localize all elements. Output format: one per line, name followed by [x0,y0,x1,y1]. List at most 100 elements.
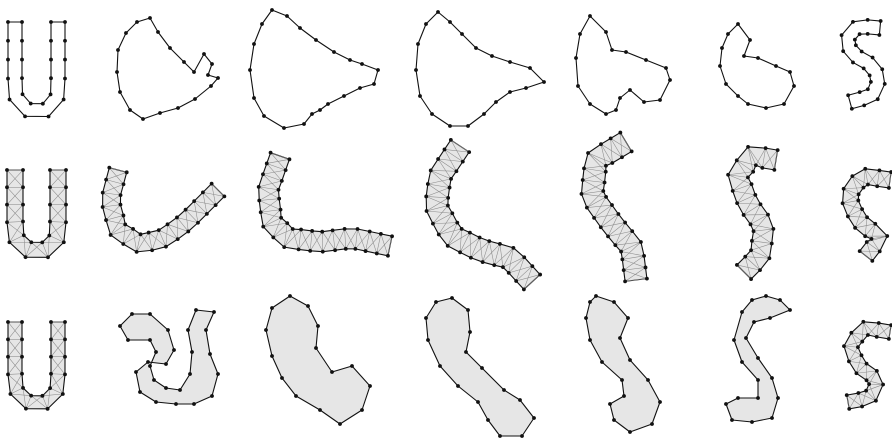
vertex-dot [518,398,522,402]
vertex-dot [306,304,310,308]
row1-shape-2-outline [117,18,218,119]
vertex-dot [338,422,342,426]
vertex-dot [856,391,860,395]
vertex-dot [846,93,850,97]
vertex-dot [190,350,194,354]
vertex-dot [841,201,845,205]
vertex-dot [865,362,869,366]
row1-shape-4-outline [416,12,544,126]
row1-u-shape-outline [8,22,65,116]
vertex-dot [64,185,68,189]
vertex-dot [644,266,648,270]
vertex-dot [372,82,376,86]
vertex-dot [154,400,158,404]
vertex-dot [448,124,452,128]
vertex-dot [116,48,120,52]
vertex-dot [156,30,160,34]
vertex-dot [860,340,864,344]
vertex-dot [502,388,506,392]
vertex-dot [658,98,662,102]
vertex-dot [8,98,12,102]
vertex-dot [63,58,67,62]
vertex-dot [147,231,151,235]
row3-shape-2-outline [120,310,218,404]
vertex-dot [285,14,289,18]
vertex-dot [642,254,646,258]
vertex-dot [172,348,176,352]
vertex-dot [264,328,268,332]
vertex-dot [468,330,472,334]
vertex-dot [22,233,26,237]
vertex-dot [752,320,756,324]
vertex-dot [845,393,849,397]
vertex-dot [851,20,855,24]
vertex-dot [166,222,170,226]
vertex-dot [262,114,266,118]
vertex-dot [604,170,608,174]
vertex-dot [21,168,25,172]
vertex-dot [122,214,126,218]
vertex-dot [261,172,265,176]
vertex-dot [280,179,284,183]
vertex-dot [168,46,172,50]
vertex-dot [48,203,52,207]
vertex-dot [788,70,792,74]
vertex-dot [360,62,364,66]
vertex-dot [788,308,792,312]
vertex-dot [856,199,860,203]
vertex-dot [139,232,143,236]
vertex-dot [756,56,760,60]
vertex-dot [480,366,484,370]
vertex-dot [604,30,608,34]
vertex-dot [176,106,180,110]
vertex-dot [24,407,28,411]
vertex-dot [668,78,672,82]
vertex-dot [248,68,252,72]
vertex-dot [41,102,45,106]
vertex-dot [879,19,883,23]
vertex-dot [542,80,546,84]
vertex-dot [438,364,442,368]
vertex-dot [350,364,354,368]
vertex-dot [184,208,188,212]
vertex-dot [23,114,27,118]
vertex-dot [124,31,128,35]
vertex-dot [530,264,534,268]
row1-u-shape [6,20,67,118]
vertex-dot [749,248,753,252]
vertex-dot [150,248,154,252]
vertex-dot [49,372,53,376]
vertex-dot [216,372,220,376]
vertex-dot [642,100,646,104]
vertex-dot [332,50,336,54]
vertex-dot [62,98,66,102]
vertex-dot [877,321,881,325]
vertex-dot [600,360,604,364]
vertex-dot [574,56,578,60]
vertex-dot [358,86,362,90]
vertex-dot [431,222,435,226]
row3-u-shape [6,320,67,411]
vertex-dot [424,316,428,320]
vertex-dot [331,228,335,232]
row3-s-shape [842,320,892,411]
vertex-dot [6,20,10,24]
vertex-dot [261,225,265,229]
vertex-dot [63,20,67,24]
vertex-dot [6,320,10,324]
vertex-dot [154,350,158,354]
vertex-dot [748,38,752,42]
vertex-dot [770,376,774,380]
vertex-dot [135,250,139,254]
vertex-dot [847,359,851,363]
vertex-dot [601,189,605,193]
vertex-dot [764,294,768,298]
vertex-dot [20,355,24,359]
row1-shape-5-outline [576,16,670,114]
vertex-dot [437,233,441,237]
vertex-dot [158,111,162,115]
vertex-dot [279,216,283,220]
vertex-dot [270,8,274,12]
vertex-dot [186,328,190,332]
vertex-dot [855,371,859,375]
